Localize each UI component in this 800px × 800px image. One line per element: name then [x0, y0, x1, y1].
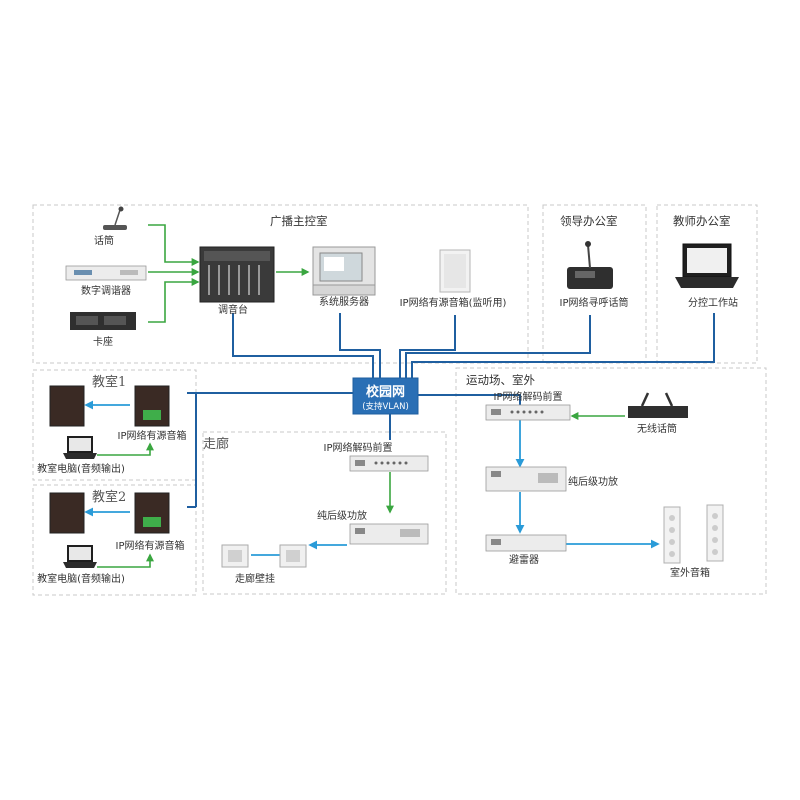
zone-control-room [32, 204, 529, 364]
paging-mic-label: IP网络寻呼话筒 [560, 296, 629, 309]
corridor-amp-device[interactable] [349, 523, 429, 545]
class2-ip-speaker[interactable] [134, 492, 170, 534]
server-device[interactable] [312, 246, 376, 296]
corridor-decoder-label: IP网络解码前置 [324, 441, 393, 454]
corridor-decoder-device[interactable] [349, 455, 429, 472]
zone-playground [455, 367, 767, 595]
class1-speaker-label: IP网络有源音箱 [118, 429, 187, 442]
monitor-speaker-label: IP网络有源音箱(监听用) [400, 296, 507, 309]
hub-title: 校园网 [366, 384, 405, 400]
wireless-mic-device[interactable] [628, 392, 688, 418]
class2-speaker-label: IP网络有源音箱 [116, 539, 185, 552]
outdoor-column-speaker-1[interactable] [663, 506, 681, 564]
mixer-label: 调音台 [218, 303, 248, 316]
corridor-wall-speaker-2[interactable] [279, 544, 307, 568]
tuner-device[interactable] [65, 265, 147, 281]
surge-label: 避雷器 [509, 553, 539, 566]
speaker-lines [84, 400, 660, 556]
class1-passive-speaker[interactable] [49, 385, 85, 427]
zone-label-classroom2: 教室2 [92, 489, 126, 505]
zone-leader-office [542, 204, 647, 364]
audio-lines [97, 224, 625, 568]
zone-label-control-room: 广播主控室 [270, 214, 328, 228]
wireless-mic-label: 无线话筒 [637, 422, 677, 435]
deck-device[interactable] [70, 312, 136, 330]
mixer-device[interactable] [199, 246, 275, 303]
network-lines [187, 313, 715, 508]
class1-ip-speaker[interactable] [134, 385, 170, 427]
class1-pc[interactable] [63, 436, 97, 459]
class2-pc[interactable] [63, 545, 97, 568]
corridor-wall-label: 走廊壁挂 [235, 572, 275, 585]
zone-label-leader-office: 领导办公室 [560, 214, 618, 228]
mic-label: 话筒 [94, 234, 114, 247]
outdoor-column-speaker-2[interactable] [706, 504, 724, 562]
zone-corridor [202, 431, 447, 595]
surge-device[interactable] [485, 534, 567, 552]
class2-passive-speaker[interactable] [49, 492, 85, 534]
zone-label-corridor: 走廊 [203, 436, 229, 452]
monitor-speaker-device[interactable] [439, 249, 471, 293]
mic-device[interactable] [103, 206, 127, 231]
deck-label: 卡座 [93, 335, 113, 348]
zone-label-playground: 运动场、室外 [466, 373, 535, 387]
zone-label-teacher-office: 教师办公室 [673, 214, 731, 228]
tuner-label: 数字调谐器 [81, 284, 131, 297]
outdoor-amp-label: 纯后级功放 [568, 475, 618, 488]
class1-pc-label: 教室电脑(音频输出) [37, 462, 125, 475]
campus-network-hub[interactable]: 校园网 (支持VLAN) [352, 377, 419, 415]
hub-subtitle: (支持VLAN) [362, 401, 409, 412]
outdoor-amp-device[interactable] [485, 466, 567, 492]
zone-label-classroom1: 教室1 [92, 374, 126, 390]
workstation-label: 分控工作站 [688, 296, 738, 309]
corridor-wall-speaker-1[interactable] [221, 544, 249, 568]
outdoor-speaker-label: 室外音箱 [670, 566, 710, 579]
outdoor-decoder-label: IP网络解码前置 [494, 390, 563, 403]
paging-mic-device[interactable] [567, 241, 613, 289]
outdoor-decoder-device[interactable] [485, 404, 571, 421]
server-label: 系统服务器 [319, 295, 369, 308]
corridor-amp-label: 纯后级功放 [317, 509, 367, 522]
class2-pc-label: 教室电脑(音频输出) [37, 572, 125, 585]
zone-classroom2 [32, 484, 197, 596]
workstation-device[interactable] [675, 243, 739, 288]
